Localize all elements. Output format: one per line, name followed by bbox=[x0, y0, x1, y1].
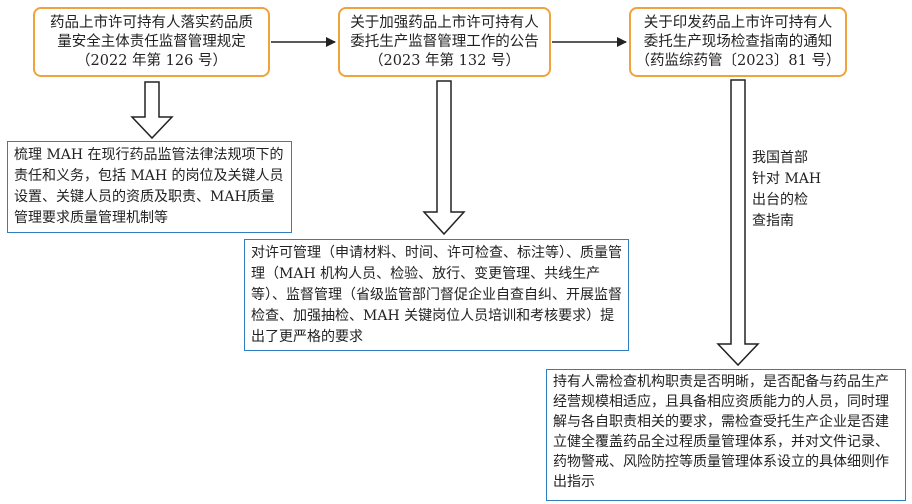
regulation-1-line2: 量安全主体责任监督管理规定 bbox=[57, 33, 246, 50]
note-box-1: 梳理 MAH 在现行药品监管法律法规项下的责任和义务，包括 MAH 的岗位及关键… bbox=[7, 141, 292, 233]
regulation-2-line1: 关于加强药品上市许可持有人 bbox=[350, 14, 539, 31]
regulation-2-line3: （2023 年第 132 号） bbox=[369, 52, 520, 69]
side-label: 我国首部 针对 MAH 出台的检 查指南 bbox=[752, 148, 852, 232]
block-arrow-3 bbox=[716, 79, 760, 367]
regulation-2-line2: 委托生产监督管理工作的公告 bbox=[350, 33, 539, 50]
note-2-text: 对许可管理（申请材料、时间、许可检查、标注等）、质量管理（MAH 机构人员、检验… bbox=[251, 245, 622, 345]
regulation-box-3: 关于印发药品上市许可持有人 委托生产现场检查指南的通知 （药监综药管〔2023〕… bbox=[629, 7, 847, 77]
regulation-3-line2: 委托生产现场检查指南的通知 bbox=[643, 33, 833, 50]
side-label-line1: 我国首部 bbox=[752, 150, 808, 166]
side-label-line2: 针对 MAH bbox=[752, 171, 822, 187]
note-1-text: 梳理 MAH 在现行药品监管法律法规项下的责任和义务，包括 MAH 的岗位及关键… bbox=[14, 147, 284, 226]
side-label-line4: 查指南 bbox=[752, 213, 794, 229]
note-box-3: 持有人需检查机构职责是否明晰，是否配备与药品生产经营规模相适应，且具备相应资质能… bbox=[546, 369, 906, 501]
regulation-box-2: 关于加强药品上市许可持有人 委托生产监督管理工作的公告 （2023 年第 132… bbox=[338, 7, 551, 77]
regulation-1-line3: （2022 年第 126 号） bbox=[76, 52, 227, 69]
block-arrow-2 bbox=[422, 80, 466, 236]
regulation-3-line1: 关于印发药品上市许可持有人 bbox=[643, 14, 833, 31]
block-arrow-1 bbox=[130, 81, 174, 140]
side-label-line3: 出台的检 bbox=[752, 192, 808, 208]
regulation-1-line1: 药品上市许可持有人落实药品质 bbox=[50, 14, 253, 31]
regulation-3-line3: （药监综药管〔2023〕81 号） bbox=[635, 52, 841, 69]
note-3-text: 持有人需检查机构职责是否明晰，是否配备与药品生产经营规模相适应，且具备相应资质能… bbox=[553, 374, 889, 490]
regulation-box-1: 药品上市许可持有人落实药品质 量安全主体责任监督管理规定 （2022 年第 12… bbox=[33, 7, 270, 77]
note-box-2: 对许可管理（申请材料、时间、许可检查、标注等）、质量管理（MAH 机构人员、检验… bbox=[244, 239, 629, 351]
